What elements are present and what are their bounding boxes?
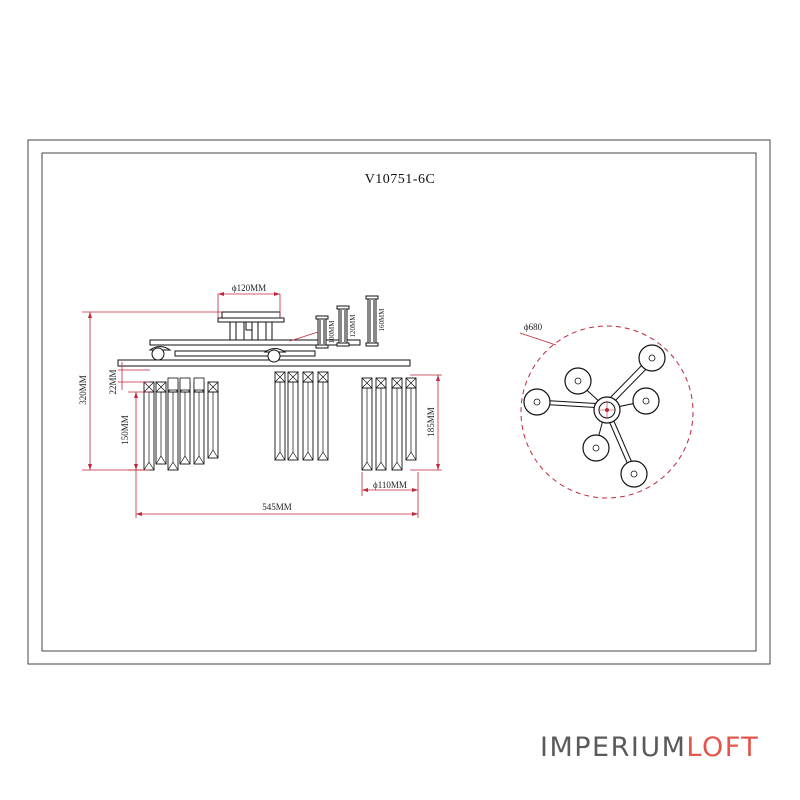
crystal-group-width-label: ϕ110MM <box>373 480 407 490</box>
overall-diameter-circle <box>520 325 694 499</box>
crystal-facet <box>143 392 155 471</box>
crystal-facet <box>274 382 286 461</box>
crystal-cap-facet <box>317 371 329 383</box>
dimension-arrows <box>88 292 440 516</box>
crystal-detail-1-label: 100MM <box>328 320 336 344</box>
crystal-detail-3 <box>365 295 379 347</box>
crystal-facet <box>207 392 219 459</box>
crystal-cap-facet <box>287 371 299 383</box>
brand-logo: IMPERIUMLOFT <box>540 732 759 763</box>
arms <box>117 339 411 367</box>
crystal-facet <box>167 392 179 471</box>
side-height-label: 185MM <box>426 407 436 437</box>
crystal-top-bead <box>179 377 191 391</box>
lamp-socket <box>642 397 650 405</box>
lamp-socket <box>630 470 638 478</box>
overall-diameter-label: ϕ680 <box>524 322 543 332</box>
crystal-facet <box>302 382 314 461</box>
crystal-cap-facet <box>274 371 286 383</box>
inner-frame <box>41 152 757 652</box>
diameter-leader <box>519 332 557 346</box>
crystal-group-left <box>143 377 219 471</box>
crystal-cap-facet <box>391 377 403 389</box>
stems <box>229 321 273 342</box>
top-view: ϕ680 <box>519 322 694 499</box>
dimension-lines <box>82 293 442 518</box>
crystal-top-bead <box>167 377 179 391</box>
crystal-facet <box>193 392 205 465</box>
crystal-facet <box>375 388 387 471</box>
total-height-label: 320MM <box>78 375 88 405</box>
drawing-title: V10751-6C <box>365 172 436 187</box>
crystal-cap-facet <box>375 377 387 389</box>
canopy-base <box>217 317 285 323</box>
crystal-detail-2-label: 120MM <box>349 314 357 338</box>
crystal-detail-3-label: 160MM <box>378 308 386 332</box>
crystal-facet <box>179 392 191 465</box>
crystal-cap-facet <box>143 381 155 393</box>
crystal-top-bead <box>193 377 205 391</box>
detail-leader <box>289 331 319 342</box>
crystal-length-label: 150MM <box>120 415 130 445</box>
lamp-socket <box>592 444 600 452</box>
side-elevation: ϕ120MM 320MM 22MM 150MM 185MM ϕ110MM 545… <box>78 283 442 518</box>
crystal-facet <box>405 388 417 461</box>
crystal-cap-facet <box>405 377 417 389</box>
crystal-detail-2 <box>336 305 350 347</box>
brand-part-1: IMPERIUM <box>540 732 687 763</box>
crystal-cap-facet <box>302 371 314 383</box>
crystal-cap-facet <box>361 377 373 389</box>
lamp-socket <box>574 377 582 385</box>
lamp-socket <box>648 354 656 362</box>
crystal-facet <box>317 382 329 461</box>
crystal-group-center <box>274 371 329 461</box>
canopy-diameter-label: ϕ120MM <box>232 283 266 293</box>
outer-frame <box>27 139 771 665</box>
top-lamps <box>523 344 666 488</box>
crystal-facet <box>155 392 167 465</box>
total-width-label: 545MM <box>262 502 292 512</box>
crystal-cap-facet <box>155 381 167 393</box>
brand-part-2: LOFT <box>686 732 760 763</box>
crystal-facet <box>287 382 299 461</box>
crystal-group-right <box>361 377 417 471</box>
crystal-facet <box>361 388 373 471</box>
crystal-cap-label: 22MM <box>108 369 118 394</box>
crystal-cap-facet <box>207 381 219 393</box>
crystal-facet <box>391 388 403 471</box>
lamp-socket <box>533 398 541 406</box>
